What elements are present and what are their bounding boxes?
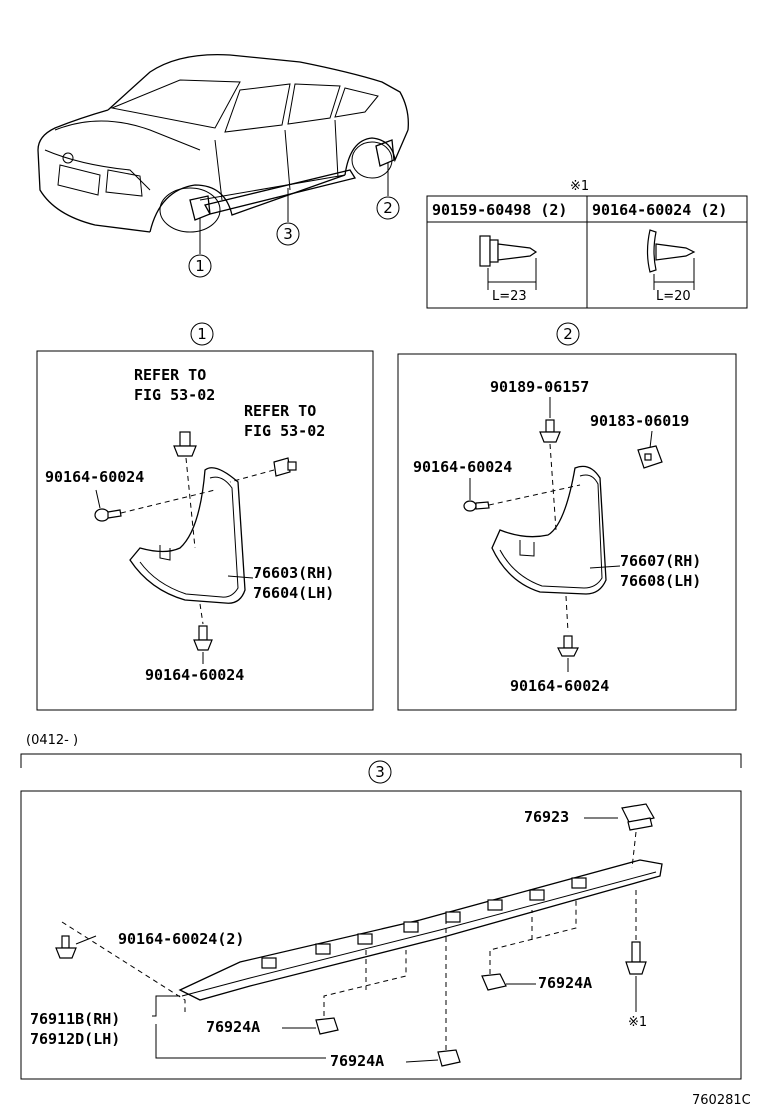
bolt-icon [479, 235, 538, 290]
svg-text:2: 2 [383, 199, 393, 217]
fastener-table: 90159-60498 (2) 90164-60024 (2) L=23 L=2… [426, 195, 748, 309]
figure-code: 760281C [692, 1093, 751, 1108]
panel-1-label: 1 [190, 322, 214, 346]
callout-2-overview: 2 [376, 196, 400, 220]
panel1-clip-right-icon [273, 457, 297, 477]
panel-3-label: 3 [368, 760, 392, 784]
callout-1-overview: 1 [188, 254, 212, 278]
panel1-refer-b-line1: REFER TO [244, 402, 316, 420]
panel1-screw-left-label: 90164-60024 [45, 468, 144, 486]
panel2-clip-label: 90183-06019 [590, 412, 689, 430]
panel3-screw-right-icon [625, 941, 647, 975]
panel3-sill-rh-label: 76911B(RH) [30, 1010, 120, 1028]
panel2-screw-bottom-icon [557, 635, 579, 657]
table-note-mark: ※1 [570, 179, 589, 194]
panel1-refer-a-line2: FIG 53-02 [134, 386, 215, 404]
panel3-nut-right-label: 76924A [538, 974, 592, 992]
svg-text:1: 1 [195, 257, 205, 275]
table-part-1: 90159-60498 (2) [432, 201, 567, 219]
panel3-sill-lh-label: 76912D(LH) [30, 1030, 120, 1048]
panel3-side-sill [178, 859, 663, 1001]
panel2-flap-rh-label: 76607(RH) [620, 552, 701, 570]
panel-1-frame [36, 350, 374, 711]
callout-3-overview: 3 [276, 222, 300, 246]
panel2-screw-left-label: 90164-60024 [413, 458, 512, 476]
panel2-screw-top-label: 90189-06157 [490, 378, 589, 396]
panel3-note-mark: ※1 [628, 1015, 647, 1030]
table-length-2: L=20 [656, 289, 691, 304]
panel1-refer-b-line2: FIG 53-02 [244, 422, 325, 440]
panel3-nut-mid-label: 76924A [206, 1018, 260, 1036]
panel3-nut-right-icon [481, 973, 507, 991]
svg-text:1: 1 [197, 325, 207, 343]
panel3-clip-top-icon [621, 803, 655, 831]
panel1-screw-bottom-label: 90164-60024 [145, 666, 244, 684]
panel2-screw-top-icon [539, 419, 561, 443]
panel1-mud-flap [129, 467, 246, 604]
panel2-mud-flap [491, 465, 607, 595]
panel1-flap-lh-label: 76604(LH) [253, 584, 334, 602]
svg-text:2: 2 [563, 325, 573, 343]
car-illustration [37, 53, 409, 254]
panel2-clip-icon [637, 445, 663, 469]
svg-text:3: 3 [375, 763, 385, 781]
svg-text:3: 3 [283, 225, 293, 243]
panel2-flap-lh-label: 76608(LH) [620, 572, 701, 590]
panel-2-frame [397, 353, 737, 711]
panel3-nut-bottom-label: 76924A [330, 1052, 384, 1070]
panel2-screw-left-icon [463, 500, 490, 512]
panel3-clip-top-label: 76923 [524, 808, 569, 826]
panel3-nut-mid-icon [315, 1017, 339, 1035]
date-range: (0412- ) [26, 733, 78, 748]
panel1-clip-top-icon [173, 431, 197, 457]
panel1-flap-rh-label: 76603(RH) [253, 564, 334, 582]
panel-3-frame [20, 790, 742, 1080]
panel3-nut-bottom-icon [437, 1049, 461, 1067]
panel2-screw-bottom-label: 90164-60024 [510, 677, 609, 695]
screw-icon [646, 229, 696, 290]
panel1-screw-bottom-icon [193, 625, 213, 651]
range-bracket [20, 753, 742, 768]
panel3-screw-left-icon [55, 935, 77, 959]
panel-2-label: 2 [556, 322, 580, 346]
panel3-screw-left-label: 90164-60024(2) [118, 930, 244, 948]
panel1-refer-a-line1: REFER TO [134, 366, 206, 384]
table-length-1: L=23 [492, 289, 527, 304]
table-part-2: 90164-60024 (2) [592, 201, 727, 219]
panel1-screw-left-icon [94, 508, 122, 522]
